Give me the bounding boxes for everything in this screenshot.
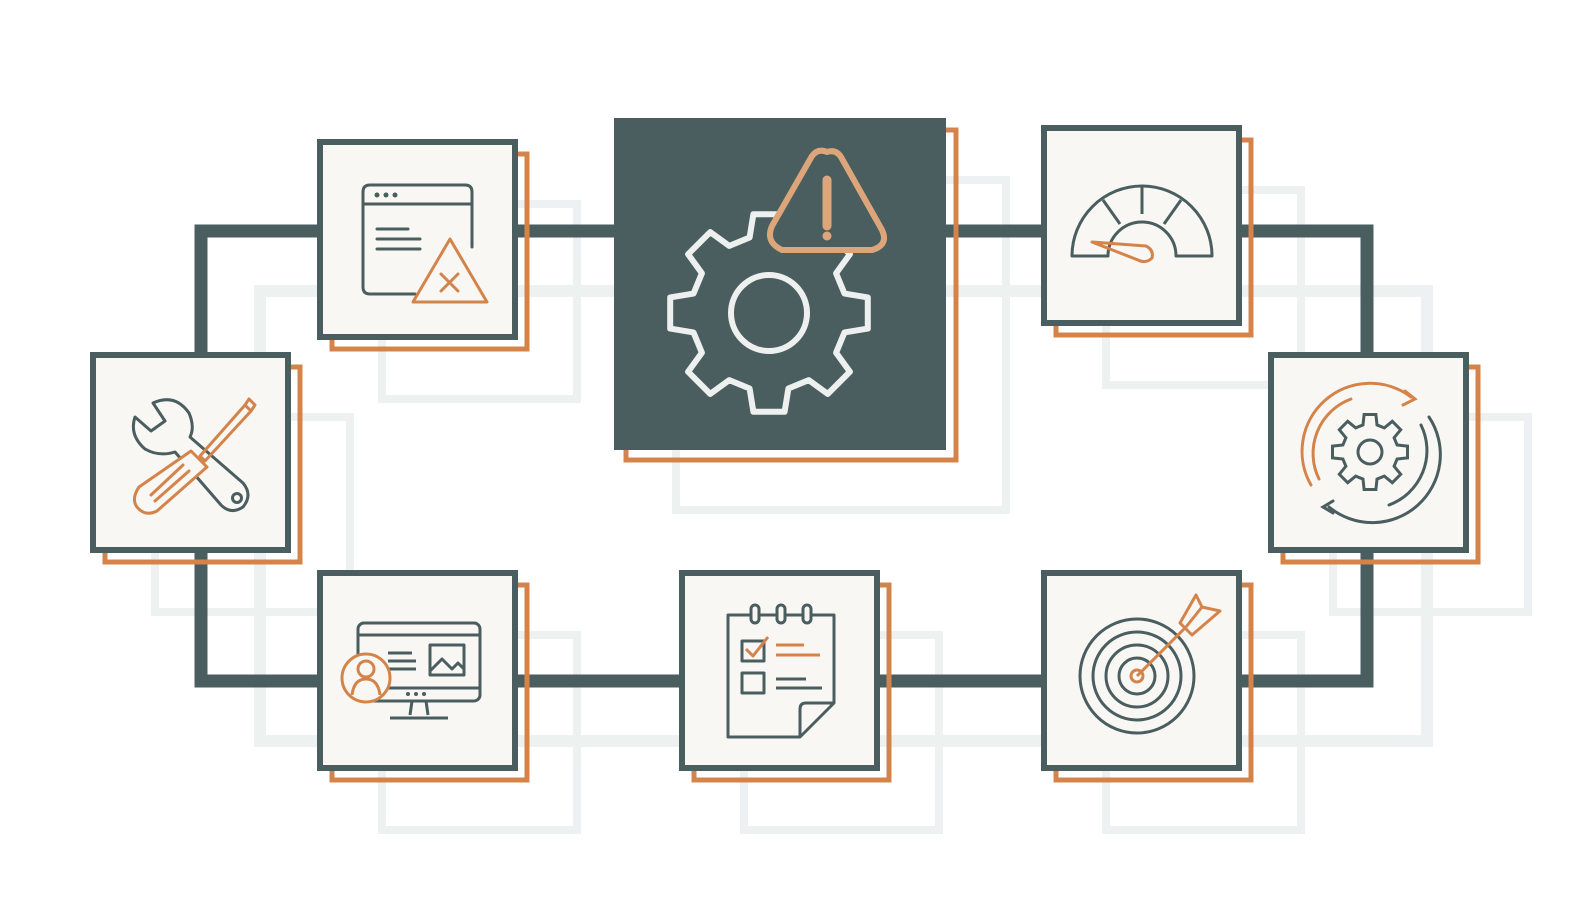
speedometer-icon — [1070, 184, 1214, 264]
node-bottom-middle[interactable] — [682, 573, 889, 780]
browser-error-icon — [361, 183, 489, 304]
gear-warning-icon — [667, 147, 887, 415]
wrench-screwdriver-icon — [131, 397, 257, 515]
node-top-right[interactable] — [1044, 128, 1251, 335]
node-right[interactable] — [1271, 355, 1478, 562]
gear-cycle-icon — [1300, 381, 1442, 525]
monitor-user-icon — [340, 621, 482, 720]
target-arrow-icon — [1078, 593, 1222, 735]
center-node[interactable] — [614, 118, 959, 463]
node-bottom-left[interactable] — [320, 573, 527, 780]
checklist-notepad-icon — [726, 603, 836, 739]
node-bottom-right[interactable] — [1044, 573, 1251, 780]
node-top-left[interactable] — [320, 142, 527, 349]
node-left[interactable] — [93, 355, 300, 562]
